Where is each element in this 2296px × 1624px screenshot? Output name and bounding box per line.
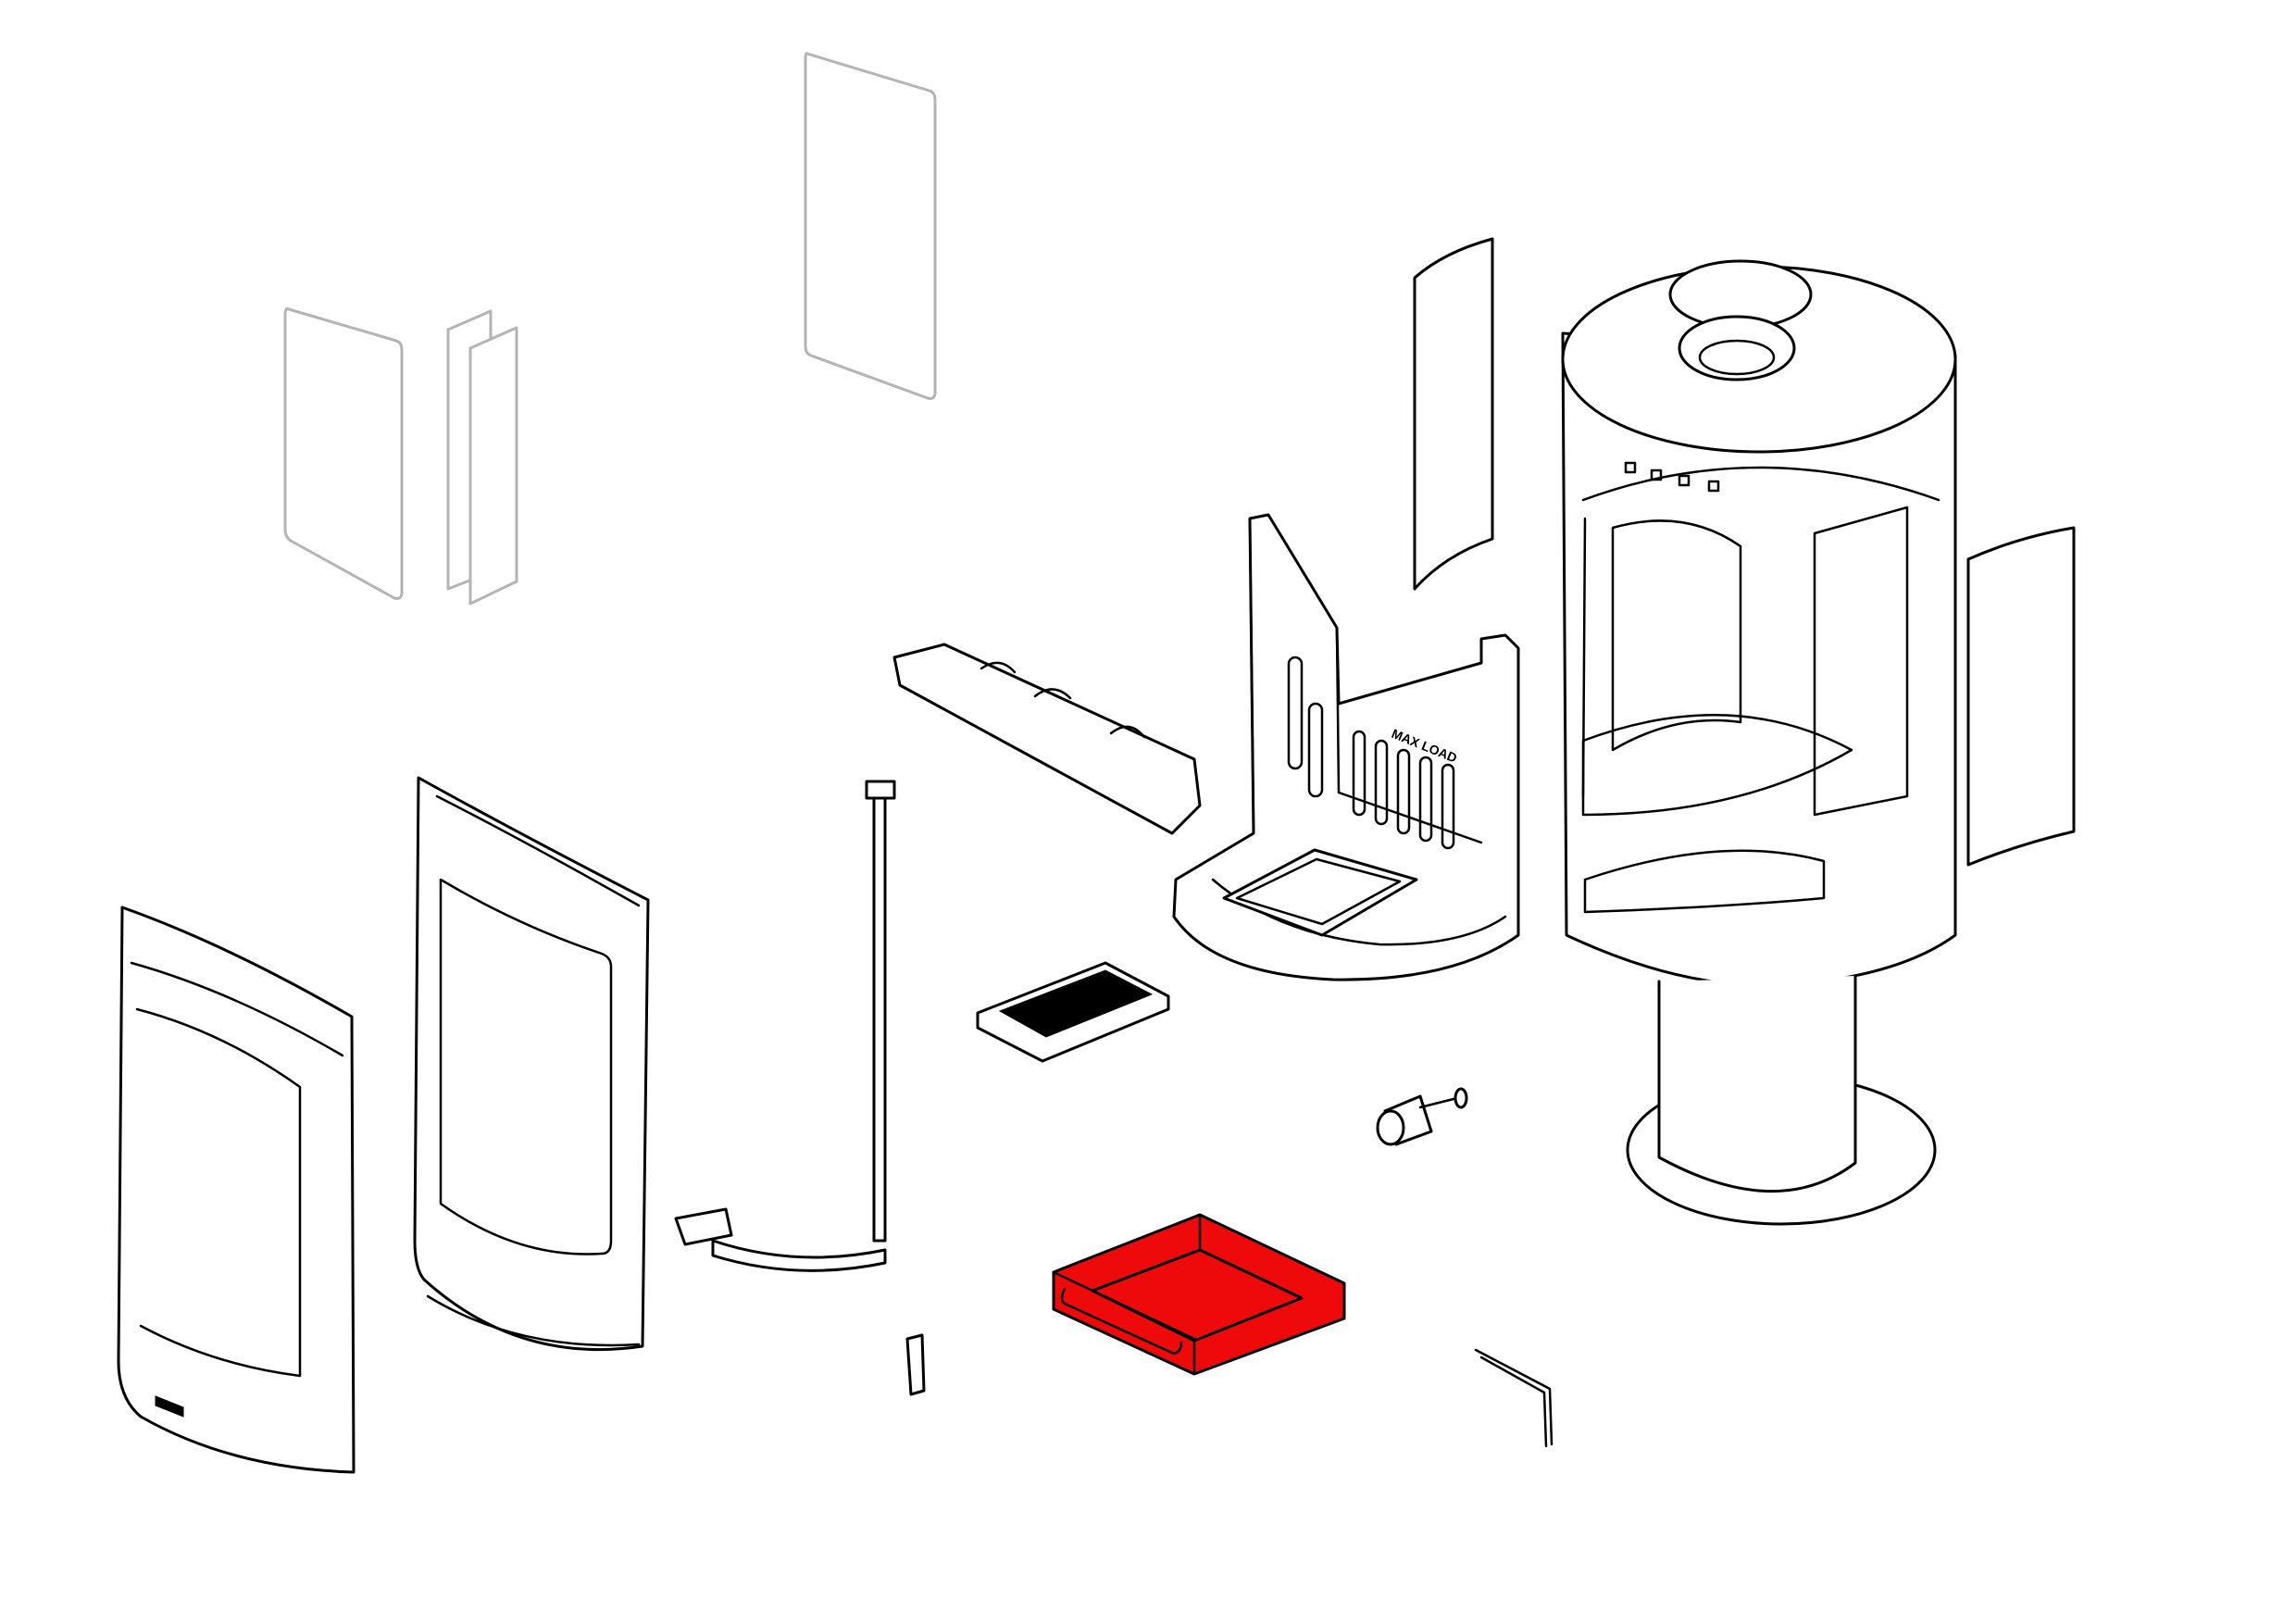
curved-side-panel-right[interactable] — [1966, 526, 2076, 867]
baffle-plate[interactable] — [892, 643, 1202, 835]
ash-pan[interactable] — [1052, 1213, 1346, 1376]
firebox-liner[interactable]: MAX LOAD — [1172, 513, 1520, 981]
door-latch-clip[interactable] — [905, 1333, 926, 1396]
allen-key-tool[interactable] — [1474, 1348, 1554, 1448]
front-door-panel[interactable] — [117, 906, 356, 1474]
glass-pane-large[interactable] — [804, 52, 937, 400]
air-control-knob[interactable] — [1376, 1087, 1468, 1146]
air-slots — [1287, 656, 1455, 850]
glass-gasket-pair[interactable] — [446, 309, 518, 606]
vent-holes — [1624, 461, 1720, 493]
brand-logo-mark — [155, 1395, 184, 1418]
curved-side-panel-left[interactable] — [1413, 237, 1494, 591]
grate[interactable] — [976, 961, 1170, 1063]
door-frame[interactable] — [413, 776, 650, 1352]
door-hinge-rod[interactable] — [674, 780, 896, 1272]
pedestal-base[interactable] — [1626, 974, 1937, 1226]
stove-body[interactable] — [1561, 259, 1957, 987]
glass-pane-small[interactable] — [283, 307, 404, 600]
